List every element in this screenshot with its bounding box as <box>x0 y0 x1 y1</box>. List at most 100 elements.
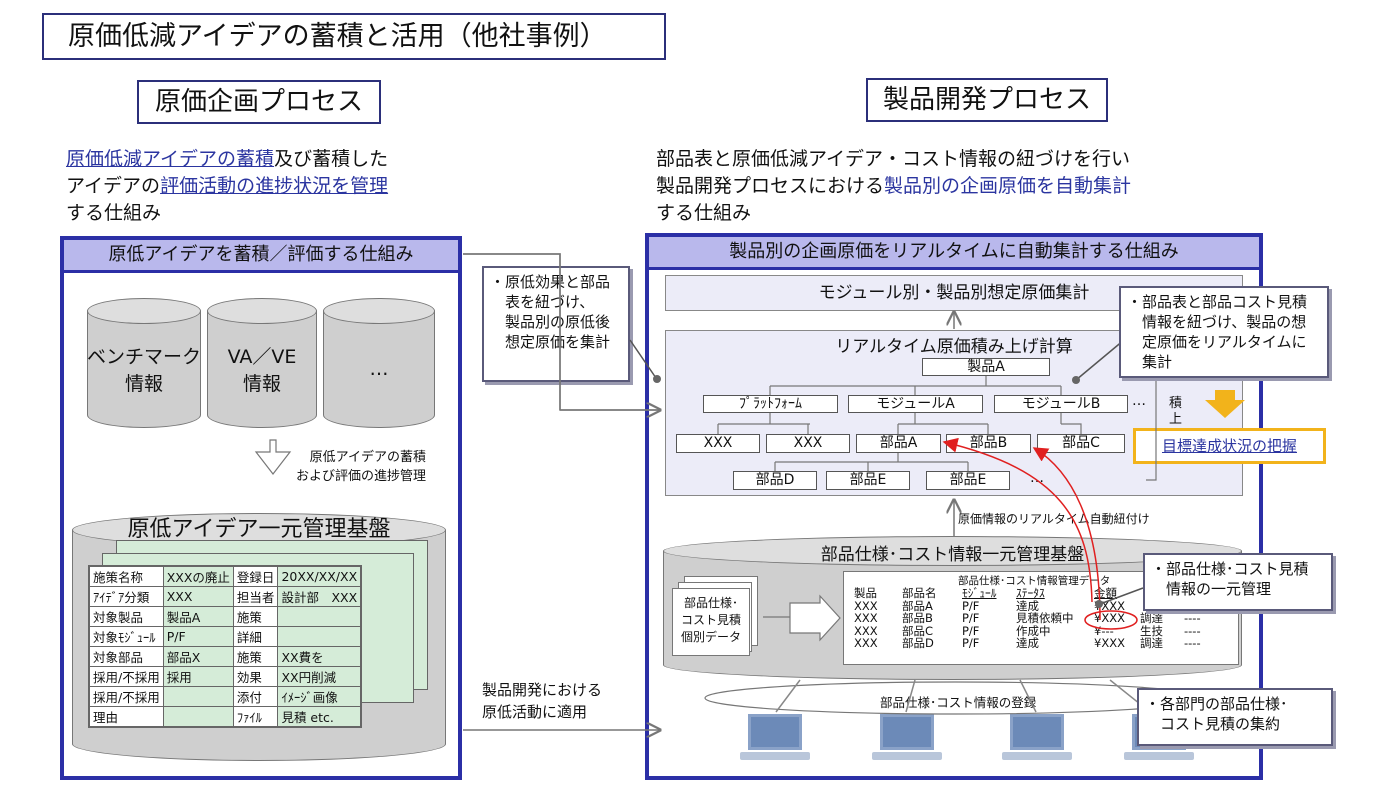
form-value: 20XX/XX/XX <box>277 566 362 587</box>
auto-aggregate-link[interactable]: 製品別の企画原価を自動集計 <box>884 175 1132 197</box>
form-value: 採用 <box>162 666 234 687</box>
other-db-label: … <box>369 358 389 380</box>
down-arrow-icon <box>254 439 292 475</box>
accumulate-note: 原低アイデアの蓄積 および評価の進捗管理 <box>296 450 427 484</box>
realtime-calc-title: リアルタイム原価積み上げ計算 <box>835 337 1073 357</box>
gather-callout: ・各部門の部品仕様･ コスト見積の集約 <box>1137 688 1333 746</box>
form-value: 部品X <box>162 646 234 667</box>
form-label: 理由 <box>89 706 164 727</box>
table-cell: XXX <box>854 598 878 613</box>
table-cell: 達成 <box>1016 598 1039 613</box>
vave-db-label: VA／VE 情報 <box>227 346 297 395</box>
link-label: 原価情報のリアルタイム自動紐付け <box>958 512 1150 526</box>
progress-management-link[interactable]: 評価活動の進捗状況を管理 <box>160 175 389 197</box>
table-cell: 部品D <box>902 636 934 650</box>
form-label: 対象部品 <box>89 646 164 667</box>
individual-data-sheet: 部品仕様･ コスト見積 個別データ <box>672 588 750 656</box>
form-value: ｲﾒｰｼﾞ画像 <box>277 686 362 707</box>
left-panel-title: 原低アイデアを蓄積／評価する仕組み <box>64 240 458 273</box>
form-label: ﾌｧｲﾙ <box>232 706 279 727</box>
table-cell: P/F <box>962 611 980 625</box>
link-callout: ・部品表と部品コスト見積 情報を紐づけ、製品の想 定原価をリアルタイムに 集計 <box>1119 286 1329 378</box>
table-cell: ¥XXX <box>1094 636 1125 650</box>
table-cell: 見積依頼中 <box>1016 611 1074 625</box>
tree-xxx-1: XXX <box>676 434 760 453</box>
right-description: 部品表と原価低減アイデア・コスト情報の紐づけを行い 製品開発プロセスにおける製品… <box>656 146 1131 227</box>
form-value: P/F <box>162 626 234 647</box>
desc-text: する仕組み <box>656 202 752 224</box>
page-title: 原価低減アイデアの蓄積と活用（他社事例） <box>42 13 666 60</box>
tree-module-a: モジュールA <box>848 395 983 413</box>
benchmark-db-label: ベンチマーク 情報 <box>87 346 202 395</box>
table-cell: P/F <box>962 636 980 650</box>
tree-part-d: 部品D <box>733 471 817 490</box>
vave-db-icon: VA／VE 情報 <box>207 298 317 428</box>
form-value: 製品A <box>162 606 234 627</box>
flow-arrow-top <box>463 253 660 411</box>
table-cell: 調達 <box>1140 636 1163 650</box>
middle-callout: ・原低効果と部品 表を紐づけ、 製品別の原低後 想定原価を集計 <box>482 266 630 382</box>
tree-part-a: 部品A <box>856 434 941 453</box>
table-cell: ¥XXX <box>1094 611 1125 625</box>
stack-label: 積 上 <box>1169 396 1183 427</box>
desc-text: する仕組み <box>66 202 162 224</box>
form-value: XXXの廃止 <box>162 566 234 587</box>
form-row: 採用/不採用添付ｲﾒｰｼﾞ画像 <box>89 686 362 707</box>
tree-part-e-1: 部品E <box>826 471 910 490</box>
apply-note: 製品開発における 原低活動に適用 <box>482 681 603 721</box>
desc-text: 及び蓄積した <box>274 148 389 170</box>
table-cell: XXX <box>854 636 878 650</box>
form-label: 施策名称 <box>89 566 164 587</box>
link-arrow-red <box>942 437 1093 603</box>
laptop-icon <box>740 714 810 762</box>
desc-text: 製品開発プロセスにおける <box>656 175 885 197</box>
table-cell: XXX <box>854 611 878 625</box>
table-cell: 生技 <box>1140 623 1163 638</box>
table-header-cell: 製品 <box>854 586 877 600</box>
form-row: 理由 ﾌｧｲﾙ見積 etc. <box>89 706 362 727</box>
laptop-icon <box>872 714 942 762</box>
table-cell: XXX <box>854 623 878 638</box>
right-section-header: 製品開発プロセス <box>866 78 1108 122</box>
table-cell: 達成 <box>1016 636 1039 650</box>
tree-part-c: 部品C <box>1037 434 1125 453</box>
table-cell: 部品A <box>902 598 933 613</box>
left-description: 原価低減アイデアの蓄積及び蓄積した アイデアの評価活動の進捗状況を管理 する仕組… <box>66 146 388 227</box>
form-value: 見積 etc. <box>277 706 362 727</box>
tree-root: 製品A <box>922 358 1050 376</box>
table-cell: P/F <box>962 623 980 638</box>
form-value: 設計部 XXX <box>277 586 362 607</box>
form-value <box>277 606 362 627</box>
orange-down-arrow-icon <box>1205 390 1245 418</box>
left-section-header: 原価企画プロセス <box>137 80 381 124</box>
table-cell: P/F <box>962 598 980 613</box>
form-value <box>277 626 362 647</box>
target-achievement-link[interactable]: 目標達成状況の把握 <box>1161 437 1297 455</box>
table-header-cell: ﾓｼﾞｭｰﾙ <box>962 586 997 600</box>
right-panel-title: 製品別の企画原価をリアルタイムに自動集計する仕組み <box>649 237 1259 270</box>
desc-text: 部品表と原価低減アイデア・コスト情報の紐づけを行い <box>656 148 1131 170</box>
form-label: ｱｲﾃﾞｱ分類 <box>89 586 164 607</box>
management-table-title: 部品仕様･コスト情報管理データ <box>958 575 1111 587</box>
link-arrow-red <box>1032 447 1101 621</box>
tree-level1-more: … <box>1132 393 1146 409</box>
idea-db-title: 原低アイデア一元管理基盤 <box>127 517 391 542</box>
form-value <box>162 706 234 727</box>
table-cell: ---- <box>1184 623 1201 638</box>
table-cell: 部品B <box>902 611 933 625</box>
table-cell: ---- <box>1184 611 1201 625</box>
accumulation-link[interactable]: 原価低減アイデアの蓄積 <box>66 148 275 170</box>
table-cell: 部品C <box>902 623 934 638</box>
laptop-icon <box>1002 714 1072 762</box>
table-header-cell: 部品名 <box>902 586 937 600</box>
table-header-cell: ｽﾃｰﾀｽ <box>1016 586 1045 600</box>
tree-module-b: モジュールB <box>994 395 1128 413</box>
